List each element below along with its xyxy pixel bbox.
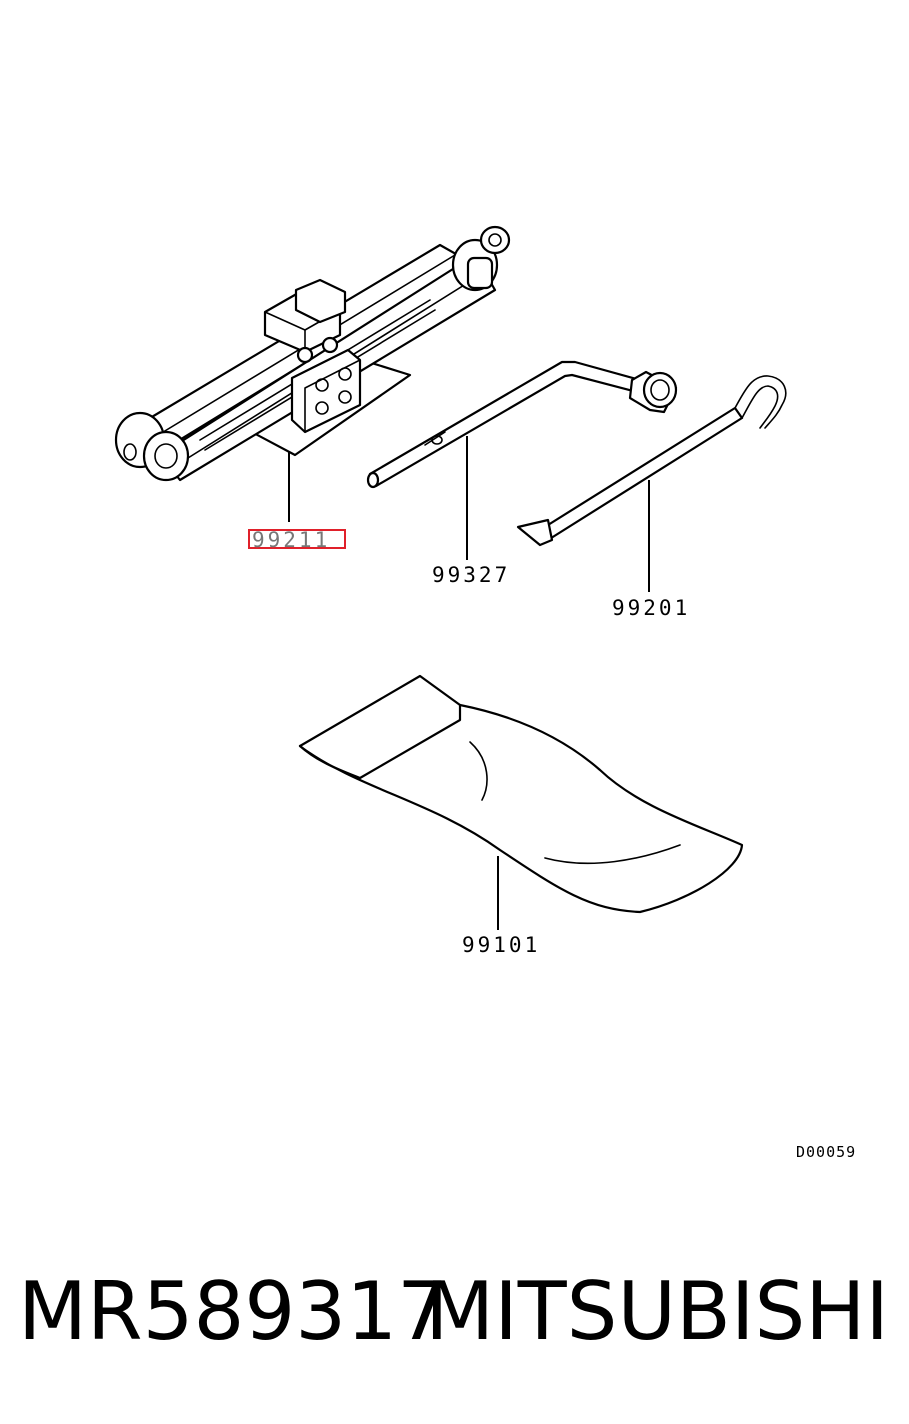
diagram-reference-code: D00059 xyxy=(796,1143,856,1161)
part-number-title: MR589317 xyxy=(18,1265,448,1358)
footer-bar: MR589317 MITSUBISHI xyxy=(0,1262,909,1372)
wrench-illustration[interactable] xyxy=(516,375,787,547)
brand-title: MITSUBISHI xyxy=(425,1265,889,1358)
callout-jack-handle[interactable]: 99327 xyxy=(432,563,510,587)
jack-handle-illustration[interactable] xyxy=(366,360,678,489)
callout-wrench[interactable]: 99201 xyxy=(612,596,690,620)
selected-callout-highlight xyxy=(248,529,346,549)
scissor-jack-illustration[interactable] xyxy=(114,225,511,482)
callout-tool-bag[interactable]: 99101 xyxy=(462,933,540,957)
callout-jack[interactable]: 99211 xyxy=(252,528,330,552)
tool-bag-illustration[interactable] xyxy=(298,674,744,914)
